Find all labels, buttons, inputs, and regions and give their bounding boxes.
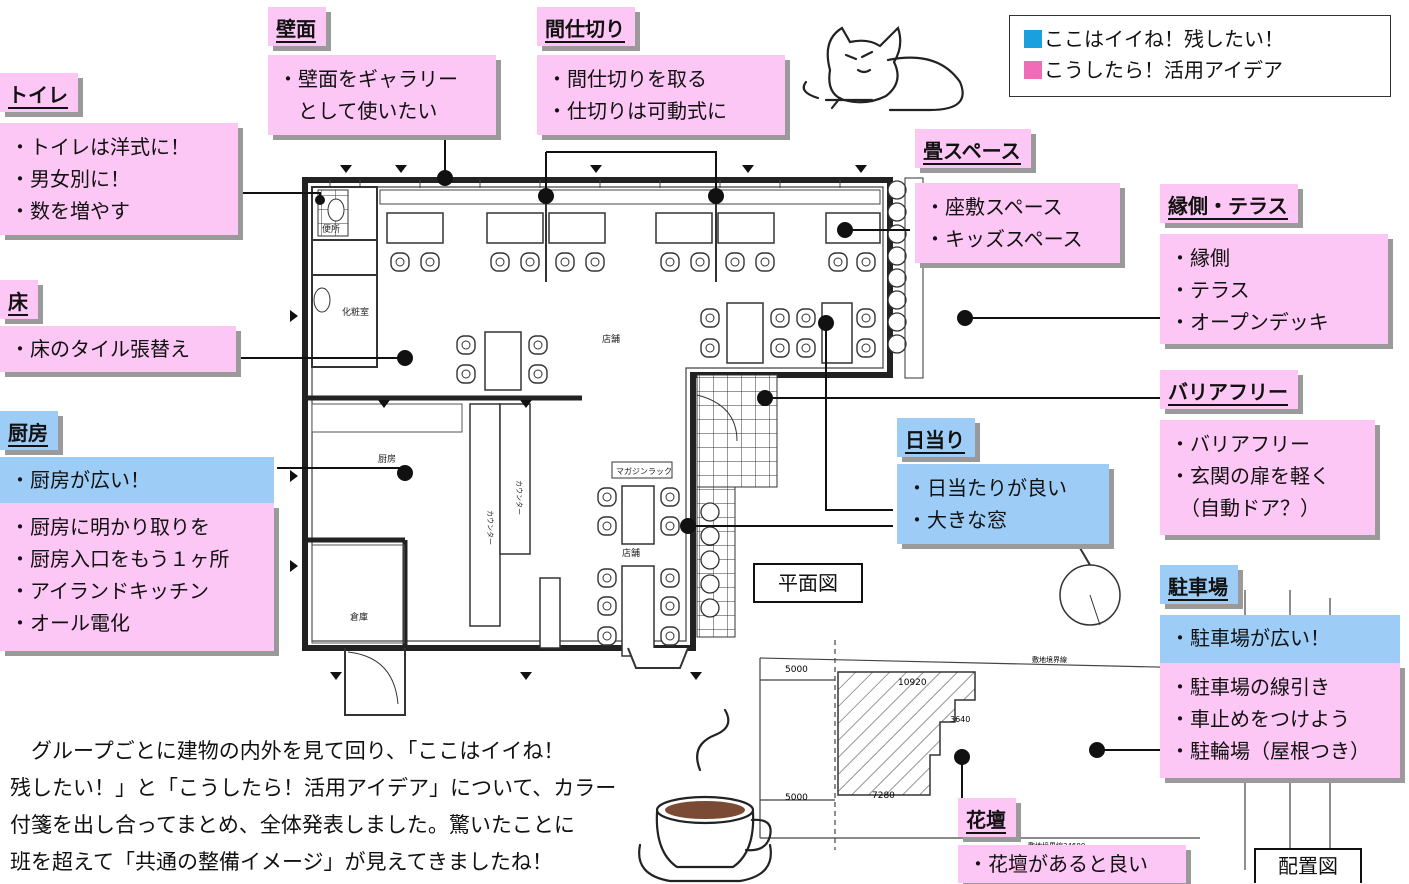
note-body: ・トイレは洋式に！・男女別に！・数を増やす <box>0 123 238 235</box>
note-title: 駐車場 <box>1160 565 1238 604</box>
note-title: バリアフリー <box>1160 370 1298 409</box>
note-body: ・バリアフリー・玄関の扉を軽く （自動ドア？） <box>1160 420 1375 535</box>
svg-text:7280: 7280 <box>872 791 895 801</box>
cat-illustration <box>802 25 964 112</box>
note-title: 床 <box>0 280 38 319</box>
note-title: 厨房 <box>0 411 58 450</box>
coffee-cup-illustration <box>638 708 772 883</box>
note-title: 壁面 <box>268 7 326 46</box>
note-body: ・座敷スペース・キッズスペース <box>915 183 1120 263</box>
note-body: ・日当たりが良い・大きな窓 <box>897 464 1109 544</box>
svg-text:敷地境界線: 敷地境界線 <box>1032 655 1067 664</box>
svg-text:化粧室: 化粧室 <box>342 306 369 318</box>
note-title: 縁側・テラス <box>1160 184 1298 223</box>
svg-text:カウンター: カウンター <box>515 480 524 515</box>
note-title: トイレ <box>0 73 78 112</box>
note-title: 日当り <box>897 418 975 457</box>
svg-text:マガジンラック: マガジンラック <box>616 466 672 476</box>
floor-plan-label: 平面図 <box>753 563 863 603</box>
note-body: ・縁側・テラス・オープンデッキ <box>1160 234 1388 344</box>
svg-text:便所: 便所 <box>322 223 340 235</box>
svg-text:店舗: 店舗 <box>602 333 620 345</box>
svg-text:カウンター: カウンター <box>486 510 495 545</box>
note-body: ・駐車場の線引き・車止めをつけよう・駐輪場（屋根つき） <box>1160 663 1400 778</box>
note-body: ・厨房に明かり取りを・厨房入口をもう１ヶ所 ・アイランドキッチン・オール電化 <box>0 503 274 651</box>
svg-text:10920: 10920 <box>898 678 927 688</box>
note-title: 花壇 <box>958 798 1016 837</box>
legend-keep: ここはイイね！残したい！ <box>1024 24 1376 55</box>
note-body: ・花壇があると良い <box>958 845 1186 883</box>
svg-text:厨房: 厨房 <box>378 453 396 465</box>
note-body: ・壁面をギャラリー として使いたい <box>268 55 496 135</box>
legend: ここはイイね！残したい！ こうしたら！活用アイデア <box>1009 15 1391 97</box>
note-good: ・駐車場が広い！ <box>1160 615 1400 663</box>
svg-text:3640: 3640 <box>950 715 970 724</box>
summary-paragraph: グループごとに建物の内外を見て回り、「ここはイイね！ 残したい！」と「こうしたら… <box>10 739 617 874</box>
svg-text:5000: 5000 <box>785 665 808 675</box>
site-plan-label: 配置図 <box>1254 848 1362 883</box>
note-body: ・床のタイル張替え <box>0 326 236 372</box>
note-good: ・厨房が広い！ <box>0 457 274 503</box>
note-title: 間仕切り <box>537 7 635 46</box>
svg-text:店舗: 店舗 <box>622 547 640 559</box>
svg-text:5000: 5000 <box>785 793 808 803</box>
legend-idea: こうしたら！活用アイデア <box>1024 55 1376 86</box>
note-title: 畳スペース <box>915 129 1031 168</box>
pink-square-icon <box>1024 61 1042 79</box>
blue-square-icon <box>1024 30 1042 48</box>
note-body: ・間仕切りを取る・仕切りは可動式に <box>537 55 785 135</box>
svg-text:倉庫: 倉庫 <box>350 611 368 623</box>
